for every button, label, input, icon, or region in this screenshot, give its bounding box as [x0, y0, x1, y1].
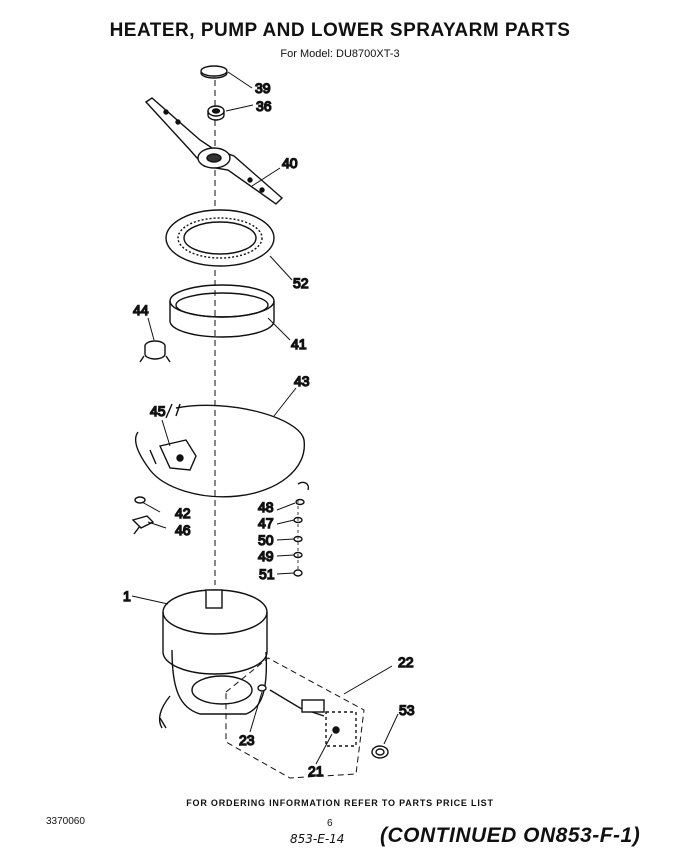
- callout-21: 21: [308, 763, 324, 779]
- thermostat-icon: [139, 340, 171, 363]
- washer-stack-icon: [293, 500, 303, 577]
- continued-note: (CONTINUED ON853-F-1): [380, 824, 641, 847]
- cap-icon: [200, 65, 228, 79]
- callout-50: 50: [258, 532, 274, 548]
- callout-47: 47: [258, 515, 274, 531]
- callout-40: 40: [282, 155, 298, 171]
- document-number: 3370060: [46, 816, 85, 827]
- callout-43: 43: [294, 373, 310, 389]
- callout-23: 23: [239, 732, 255, 748]
- callout-53: 53: [399, 702, 415, 718]
- handwritten-note: 853-E-14: [290, 832, 345, 846]
- clamp-icon: [371, 745, 389, 759]
- page-number: 6: [327, 818, 333, 829]
- gasket-ring-icon: [169, 284, 275, 338]
- pump-motor-icon: [158, 589, 268, 729]
- terminal-icon: [295, 498, 305, 506]
- washer-icon: [134, 496, 146, 504]
- bracket-icon: [149, 439, 197, 471]
- callout-52: 52: [293, 275, 309, 291]
- leader-lines: [131, 71, 399, 765]
- valve-icon: [332, 726, 340, 734]
- callout-45: 45: [150, 403, 166, 419]
- ordering-note: FOR ORDERING INFORMATION REFER TO PARTS …: [186, 798, 494, 808]
- sprayarm-icon: [144, 97, 284, 205]
- callout-39: 39: [255, 80, 271, 96]
- callout-49: 49: [258, 548, 274, 564]
- valve-assembly-icon: [225, 657, 365, 779]
- callout-51: 51: [259, 566, 275, 582]
- callout-41: 41: [291, 336, 307, 352]
- callout-36: 36: [256, 98, 272, 114]
- model-subtitle: For Model: DU8700XT-3: [280, 48, 400, 60]
- callout-46: 46: [175, 522, 191, 538]
- callout-22: 22: [398, 654, 414, 670]
- clip-icon: [131, 515, 155, 535]
- callout-1: 1: [123, 588, 131, 604]
- callout-48: 48: [258, 499, 274, 515]
- callout-42: 42: [175, 505, 191, 521]
- heater-element-icon: [134, 403, 310, 498]
- nut-icon: [207, 105, 225, 121]
- filter-ring-icon: [165, 209, 275, 267]
- seal-icon: [257, 684, 267, 692]
- page-title: HEATER, PUMP AND LOWER SPRAYARM PARTS: [109, 20, 571, 41]
- callout-44: 44: [133, 302, 149, 318]
